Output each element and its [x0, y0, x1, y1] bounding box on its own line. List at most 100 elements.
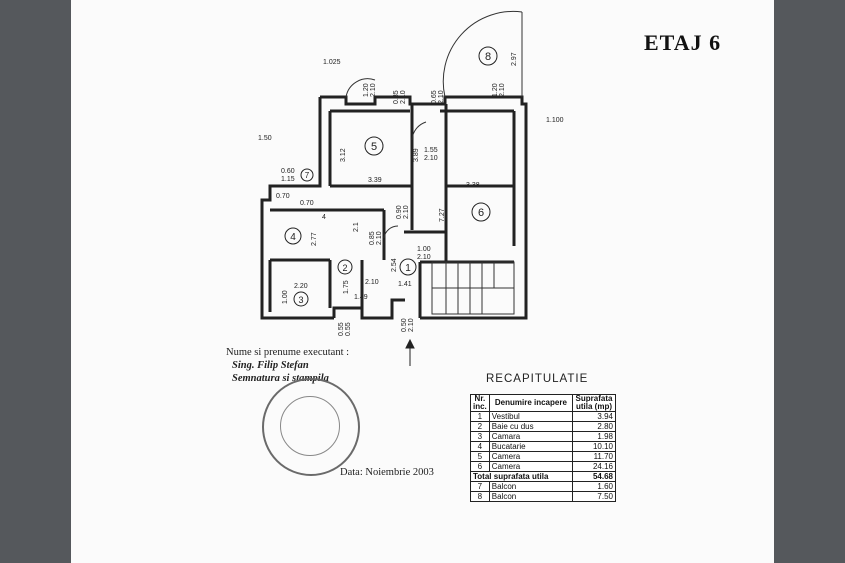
dimension-label: 1.41: [398, 281, 412, 288]
dimension-label: 2.10: [424, 155, 438, 162]
dimension-label: 0.70: [276, 193, 290, 200]
executant-block: Nume si prenume executant : Sing. Filip …: [226, 346, 456, 385]
dimension-label: 2.10: [403, 205, 410, 219]
row-nr: 6: [470, 461, 490, 472]
dimension-label: 0.60: [281, 168, 295, 175]
room-label: 5: [371, 141, 377, 153]
row-nr: 3: [470, 431, 490, 442]
dimension-label: 0.55: [338, 322, 345, 336]
header-area: Suprafata utila (mp): [572, 394, 616, 412]
row-nr: 7: [470, 481, 490, 492]
row-area: 10.10: [572, 441, 616, 452]
row-name: Camera: [488, 461, 574, 472]
table-row: 3 Camara 1.98: [470, 431, 616, 442]
row-area: 7.50: [572, 491, 616, 502]
room-label: 2: [342, 263, 347, 273]
dimension-label: 1.00: [282, 290, 289, 304]
dimension-label: 1.15: [281, 176, 295, 183]
room-label: 3: [298, 295, 303, 305]
recap-title: RECAPITULATIE: [486, 373, 589, 385]
total-row: Total suprafata utila 54.68: [470, 471, 616, 482]
table-row: 6 Camera 24.16: [470, 461, 616, 472]
recap-header-row: Nr. inc. Denumire incapere Suprafata uti…: [470, 394, 616, 412]
dimension-label: 1.20: [363, 83, 370, 97]
row-name: Camara: [488, 431, 574, 442]
row-nr: 8: [470, 491, 490, 502]
row-name: Bucatarie: [488, 441, 574, 452]
dimension-label: 0.85: [393, 90, 400, 104]
dimension-label: 2.10: [408, 318, 415, 332]
dimension-label: 2.97: [511, 52, 518, 66]
dimension-label: 2.10: [438, 90, 445, 104]
header-nr: Nr. inc.: [470, 394, 490, 412]
dimension-label: 2.20: [294, 283, 308, 290]
staircase: [431, 261, 515, 315]
signature-label: Semnatura si stampila: [232, 373, 329, 384]
table-row: 1 Vestibul 3.94: [470, 411, 616, 422]
dimension-label: 0.85: [369, 231, 376, 245]
table-row: 7 Balcon 1.60: [470, 481, 616, 492]
plan-walls: [260, 95, 528, 320]
dimension-label: 2.10: [417, 254, 431, 261]
dimension-label: 3.12: [340, 148, 347, 162]
dimension-label: 0.65: [431, 90, 438, 104]
dimension-label: 2.10: [400, 90, 407, 104]
page-title: ETAJ 6: [644, 30, 722, 55]
dimension-label: 1.55: [424, 147, 438, 154]
dimension-label: 2.1: [353, 222, 360, 232]
dimension-label: 2.10: [365, 279, 379, 286]
room-label: 8: [485, 51, 491, 63]
row-area: 11.70: [572, 451, 616, 462]
total-area: 54.68: [572, 471, 616, 482]
executant-name: Sing. Filip Stefan: [232, 360, 309, 371]
header-name: Denumire incapere: [488, 394, 574, 412]
door-arcs: [345, 10, 523, 239]
dimension-label: 2.54: [391, 258, 398, 272]
executant-label: Nume si prenume executant :: [226, 347, 350, 358]
row-name: Balcon: [488, 491, 574, 502]
dimension-label: 2.77: [311, 232, 318, 246]
dimension-label: 0.50: [401, 318, 408, 332]
row-nr: 4: [470, 441, 490, 452]
dimension-label: 2.10: [376, 231, 383, 245]
dimension-label: 4: [322, 214, 326, 221]
dimension-label: 1.75: [343, 280, 350, 294]
dimension-label: 3.39: [368, 177, 382, 184]
room-label: 6: [478, 207, 484, 219]
recap-table: Nr. inc. Denumire incapere Suprafata uti…: [470, 394, 616, 502]
stamp-inner-ring: [280, 396, 340, 456]
dimension-labels: 1.025 1.20 2.10 0.85 2.10 0.65 2.10 1.20…: [258, 52, 564, 336]
row-name: Vestibul: [488, 411, 574, 422]
row-area: 1.60: [572, 481, 616, 492]
row-nr: 1: [470, 411, 490, 422]
dimension-label: 1.00: [417, 246, 431, 253]
document-page: [71, 0, 774, 563]
row-name: Camera: [488, 451, 574, 462]
row-nr: 5: [470, 451, 490, 462]
dimension-label: 7.27: [439, 208, 446, 222]
dimension-label: 2.10: [370, 83, 377, 97]
dimension-label: 1.20: [492, 83, 499, 97]
document-date: Data: Noiembrie 2003: [340, 467, 434, 478]
dimension-label: 1.100: [546, 117, 564, 124]
official-stamp: [262, 378, 360, 476]
room-label: 7: [305, 171, 310, 180]
row-area: 3.94: [572, 411, 616, 422]
dimension-label: 0.70: [300, 200, 314, 207]
row-name: Balcon: [488, 481, 574, 492]
dimension-label: 1.025: [323, 59, 341, 66]
dimension-label: 1.50: [258, 135, 272, 142]
room-labels: 1 2 3 4 5 6 7 8: [284, 46, 498, 307]
dimension-label: 1.49: [354, 294, 368, 301]
row-area: 2.80: [572, 421, 616, 432]
row-area: 24.16: [572, 461, 616, 472]
room-label: 4: [290, 232, 296, 243]
table-row: 5 Camera 11.70: [470, 451, 616, 462]
dimension-label: 0.55: [345, 322, 352, 336]
row-area: 1.98: [572, 431, 616, 442]
dimension-label: 3.89: [413, 148, 420, 162]
table-row: 8 Balcon 7.50: [470, 491, 616, 502]
total-label: Total suprafata utila: [470, 471, 573, 482]
dimension-label: 3.38: [466, 182, 480, 189]
